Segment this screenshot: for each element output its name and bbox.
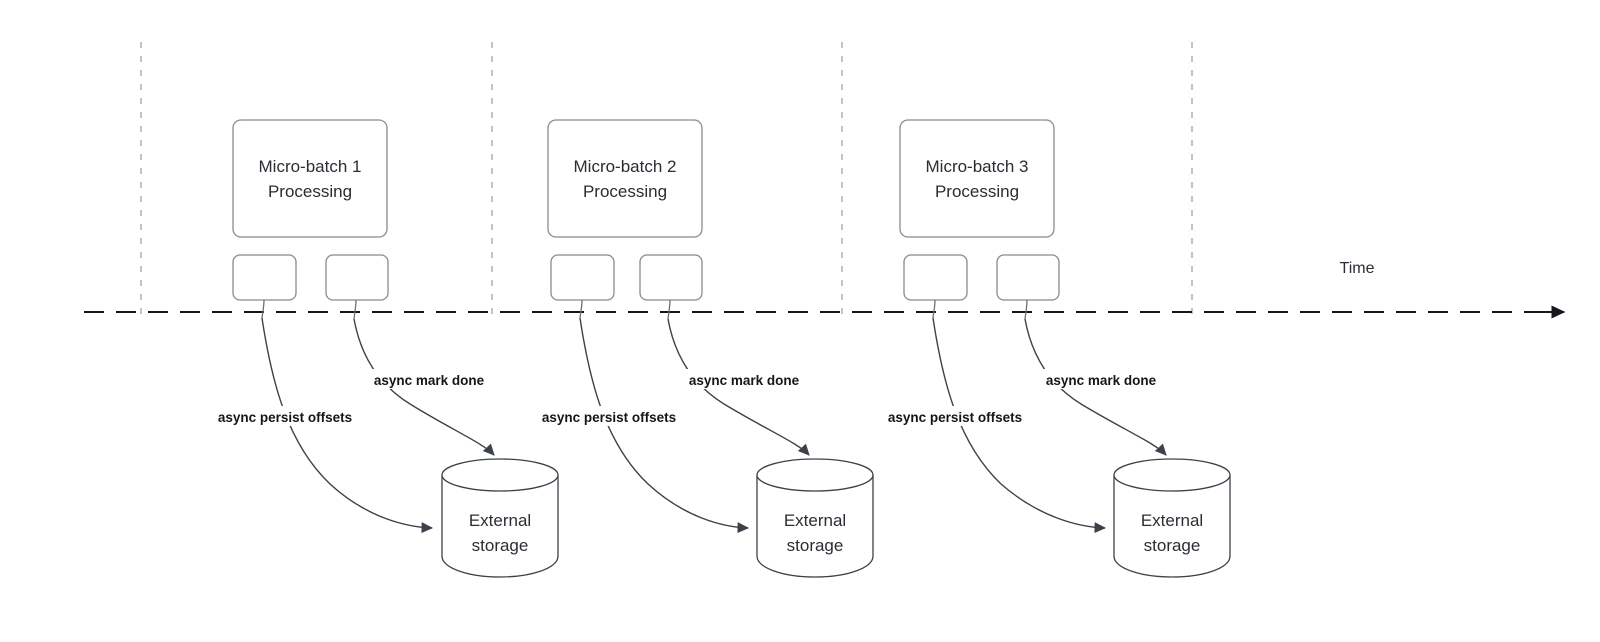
task-box-1b-stem (353, 299, 357, 320)
microbatch-box-3-label-line2: Processing (935, 182, 1019, 201)
timeline-axis: Time (84, 260, 1566, 319)
edge-mark-done-1 (353, 318, 495, 456)
microbatch-box-1-label-line2: Processing (268, 182, 352, 201)
edge-label-persist-offsets-3-bg (867, 406, 1043, 426)
microbatch-box-2-rect[interactable] (547, 119, 703, 238)
edge-label-persist-offsets-2-bg (521, 406, 697, 426)
task-box-2b[interactable] (639, 254, 703, 301)
task-box-3b[interactable] (996, 254, 1060, 301)
task-box-1b[interactable] (325, 254, 389, 301)
external-storage-3[interactable]: External storage (1113, 458, 1231, 578)
edge-label-mark-done-3-bg (1030, 369, 1172, 389)
edge-label-mark-done-2-bg (673, 369, 815, 389)
edge-label-mark-done-2-text: async mark done (689, 373, 800, 388)
external-storage-2-top (756, 458, 874, 492)
task-box-2a[interactable] (550, 254, 615, 301)
external-storage-2-label-line1: External (784, 511, 846, 530)
task-box-1a-stem (261, 299, 265, 319)
group-3: Micro-batch 3 Processing External storag… (867, 119, 1231, 578)
edge-label-mark-done-1: async mark done (358, 369, 500, 389)
edge-label-persist-offsets-3: async persist offsets (867, 406, 1043, 426)
edge-label-persist-offsets-1-text: async persist offsets (218, 410, 352, 425)
external-storage-3-body (1113, 475, 1231, 578)
microbatch-box-2[interactable]: Micro-batch 2 Processing (547, 119, 703, 238)
task-box-3a-stem (932, 299, 936, 319)
task-box-2a-stem (579, 299, 583, 319)
group-1: Micro-batch 1 Processing External storag… (197, 119, 559, 578)
microbatch-box-3[interactable]: Micro-batch 3 Processing (899, 119, 1055, 238)
edge-mark-done-3 (1024, 318, 1167, 456)
time-axis-label: Time (1340, 260, 1375, 277)
edge-label-mark-done-3: async mark done (1030, 369, 1172, 389)
external-storage-3-label-line2: storage (1144, 536, 1201, 555)
external-storage-1-body (441, 475, 559, 578)
separator-group (140, 42, 1193, 322)
task-box-2b-stem (667, 299, 671, 320)
microbatch-box-3-rect[interactable] (899, 119, 1055, 238)
task-box-3b-stem (1024, 299, 1028, 320)
external-storage-1-top (441, 458, 559, 492)
external-storage-3-label-line1: External (1141, 511, 1203, 530)
external-storage-2-body (756, 475, 874, 578)
edge-label-mark-done-2: async mark done (673, 369, 815, 389)
microbatch-box-3-label-line1: Micro-batch 3 (926, 157, 1029, 176)
edge-persist-offsets-2 (579, 317, 750, 534)
group-2: Micro-batch 2 Processing External storag… (521, 119, 874, 578)
microbatch-box-1-label-line1: Micro-batch 1 (259, 157, 362, 176)
external-storage-2-label-line2: storage (787, 536, 844, 555)
task-box-1a[interactable] (232, 254, 297, 301)
task-box-3a[interactable] (903, 254, 968, 301)
external-storage-1-label-line2: storage (472, 536, 529, 555)
edge-label-mark-done-3-text: async mark done (1046, 373, 1157, 388)
edge-label-mark-done-1-bg (358, 369, 500, 389)
edge-label-persist-offsets-3-text: async persist offsets (888, 410, 1022, 425)
edge-persist-offsets-3 (932, 317, 1107, 534)
external-storage-3-top (1113, 458, 1231, 492)
external-storage-1[interactable]: External storage (441, 458, 559, 578)
edge-label-persist-offsets-1: async persist offsets (197, 406, 373, 426)
microbatch-box-2-label-line2: Processing (583, 182, 667, 201)
edge-mark-done-2 (667, 318, 810, 456)
edge-label-persist-offsets-2-text: async persist offsets (542, 410, 676, 425)
edge-persist-offsets-1 (261, 317, 434, 534)
microbatch-box-1[interactable]: Micro-batch 1 Processing (232, 119, 388, 238)
microbatch-box-1-rect[interactable] (232, 119, 388, 238)
edge-label-persist-offsets-1-bg (197, 406, 373, 426)
edge-label-persist-offsets-2: async persist offsets (521, 406, 697, 426)
external-storage-2[interactable]: External storage (756, 458, 874, 578)
external-storage-1-label-line1: External (469, 511, 531, 530)
microbatch-box-2-label-line1: Micro-batch 2 (574, 157, 677, 176)
edge-label-mark-done-1-text: async mark done (374, 373, 485, 388)
